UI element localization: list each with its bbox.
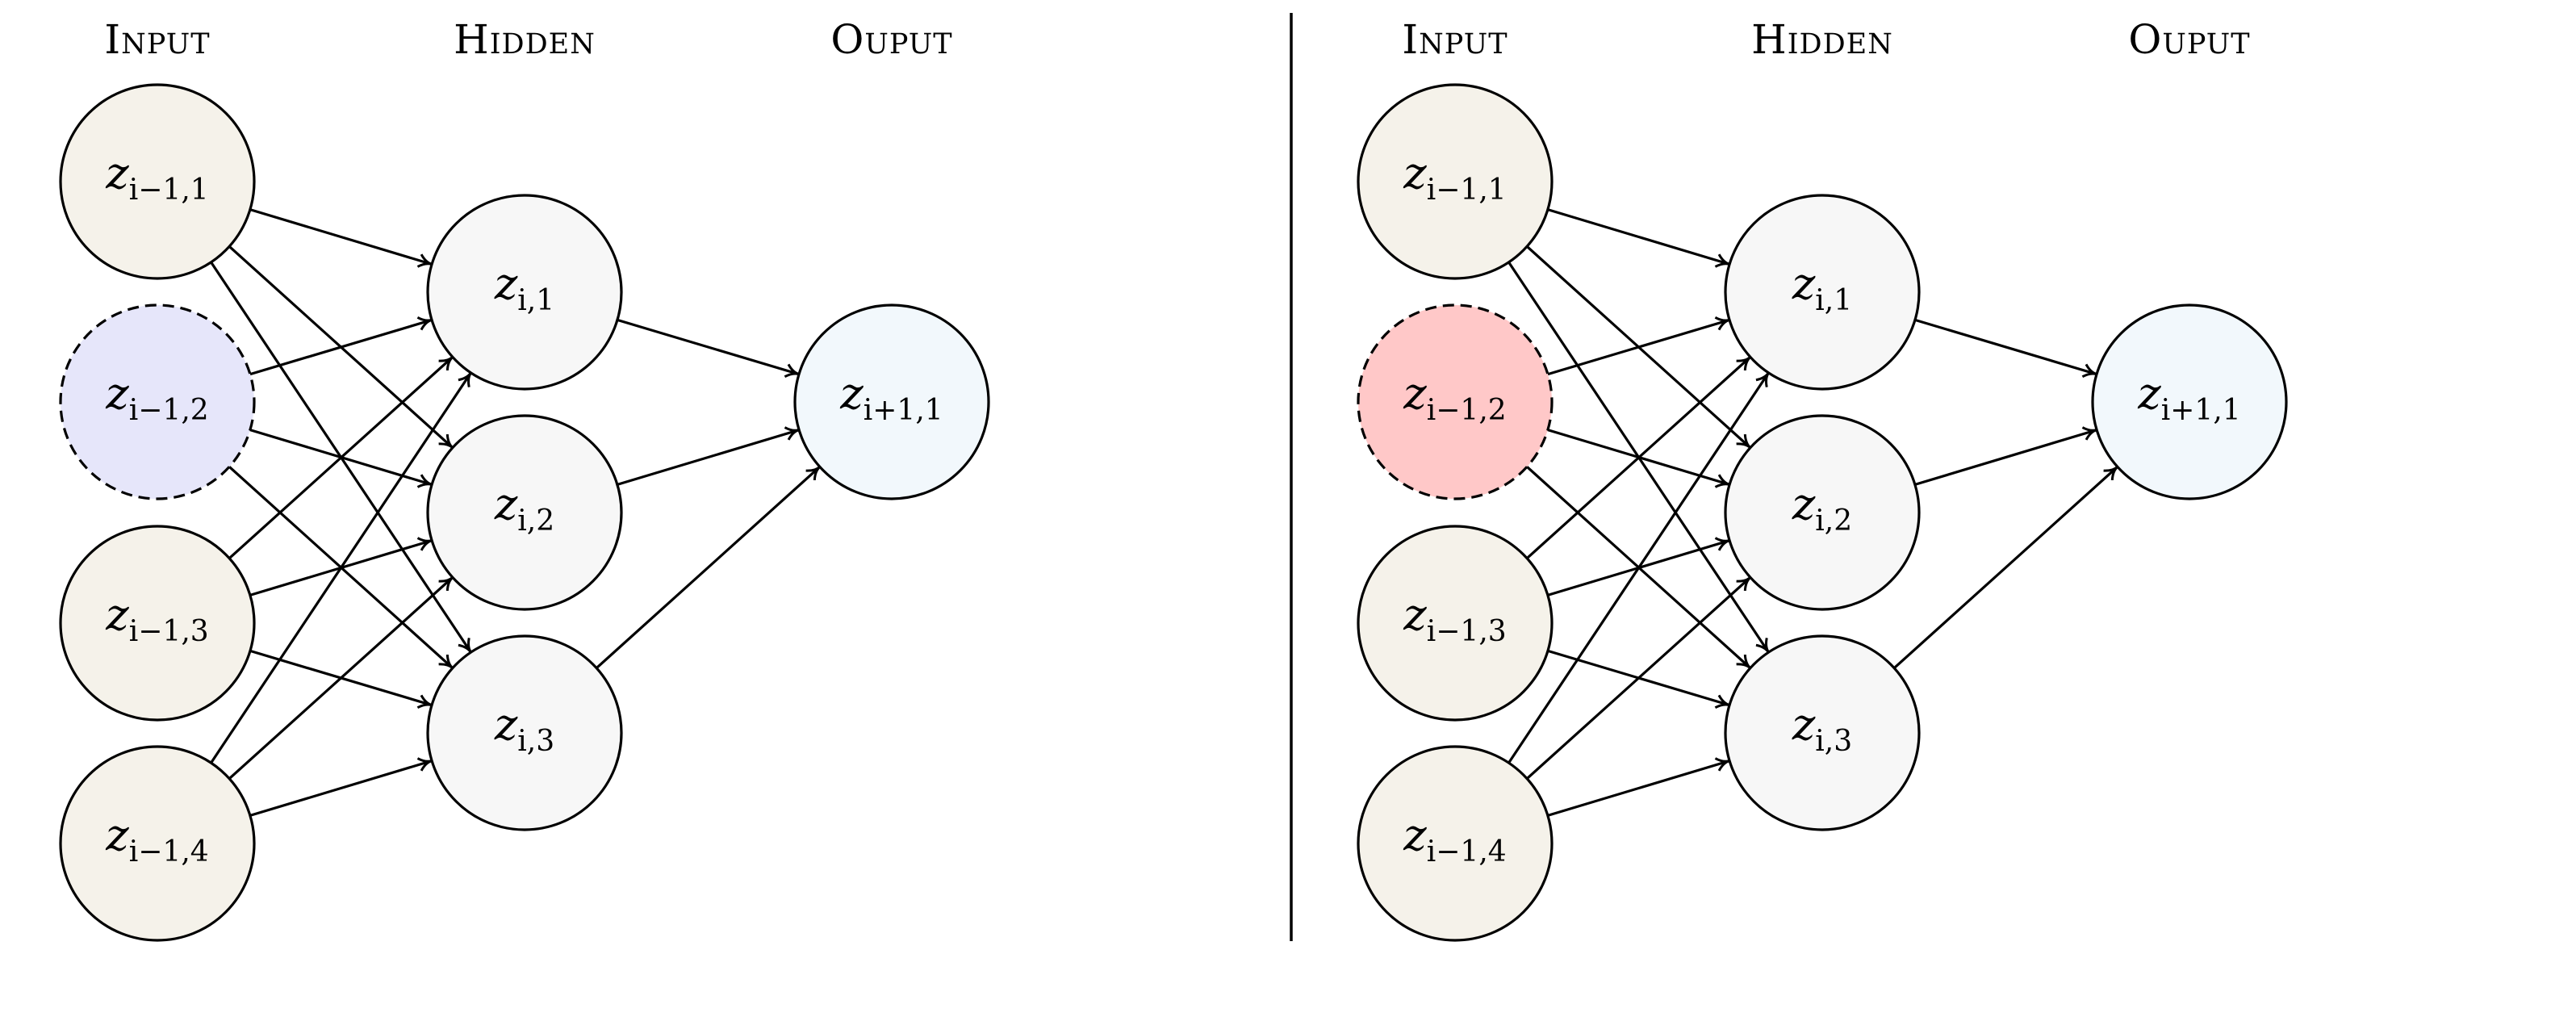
input-node-2: zi−1,2 [59, 303, 256, 500]
node-circle [1357, 303, 1554, 500]
hidden-node-1: zi,1 [1724, 194, 1921, 391]
node-circle [426, 194, 623, 391]
edge-input4-to-hidden2 [228, 576, 454, 780]
output-header: Ouput [2128, 16, 2250, 63]
connections [210, 208, 821, 817]
nodes: zi−1,1 zi−1,2 zi−1,3 zi−1,4 zi,1 zi,2 zi,3 zi+1… [59, 83, 990, 942]
node-label: zi,3 [494, 699, 554, 758]
output-node-1: zi+1,1 [793, 303, 990, 500]
node-circle [59, 83, 256, 280]
node-label: zi−1,2 [1403, 368, 1506, 427]
hidden-node-1: zi,1 [426, 194, 623, 391]
node-label: zi−1,4 [1403, 810, 1506, 868]
input-node-2: zi−1,2 [1357, 303, 1554, 500]
node-label: zi−1,4 [105, 810, 208, 868]
node-circle [426, 414, 623, 611]
edge-input4-to-hidden3 [249, 757, 433, 817]
node-label: zi,1 [1792, 258, 1852, 317]
output-header: Ouput [830, 16, 952, 63]
node-circle [1724, 634, 1921, 831]
edge-hidden3-to-output1 [596, 466, 821, 669]
edge-hidden2-to-output1 [617, 426, 800, 486]
node-label: zi,3 [1792, 699, 1852, 758]
edge-input4-to-hidden1 [210, 371, 472, 764]
edge-input1-to-hidden1 [249, 208, 433, 268]
input-node-4: zi−1,4 [1357, 745, 1554, 942]
node-label: zi,1 [494, 258, 554, 317]
node-circle [59, 303, 256, 500]
node-label: zi,2 [1792, 479, 1852, 538]
node-label: zi−1,3 [1403, 589, 1506, 648]
hidden-node-2: zi,2 [1724, 414, 1921, 611]
input-node-3: zi−1,3 [59, 525, 256, 722]
node-circle [59, 745, 256, 942]
node-circle [793, 303, 990, 500]
node-circle [1357, 745, 1554, 942]
node-label: zi−1,1 [1403, 148, 1506, 207]
hidden-header: Hidden [1751, 16, 1893, 63]
input-node-1: zi−1,1 [59, 83, 256, 280]
input-node-4: zi−1,4 [59, 745, 256, 942]
node-circle [1724, 194, 1921, 391]
input-node-1: zi−1,1 [1357, 83, 1554, 280]
output-node-1: zi+1,1 [2091, 303, 2288, 500]
input-header: Input [104, 16, 210, 63]
edge-input1-to-hidden1 [1547, 208, 1730, 268]
node-label: zi−1,2 [105, 368, 208, 427]
node-circle [2091, 303, 2288, 500]
hidden-node-3: zi,3 [426, 634, 623, 831]
node-circle [1357, 83, 1554, 280]
nodes: zi−1,1 zi−1,2 zi−1,3 zi−1,4 zi,1 zi,2 zi,3 zi+1… [1357, 83, 2288, 942]
node-label: zi−1,1 [105, 148, 208, 207]
edge-input2-to-hidden1 [249, 316, 433, 376]
edge-hidden1-to-output1 [617, 318, 800, 379]
connections [1508, 208, 2118, 817]
input-node-3: zi−1,3 [1357, 525, 1554, 722]
hidden-node-2: zi,2 [426, 414, 623, 611]
edge-input4-to-hidden2 [1526, 576, 1751, 780]
node-label: zi+1,1 [839, 368, 943, 427]
hidden-node-3: zi,3 [1724, 634, 1921, 831]
left-network-panel: Input Hidden Ouput zi−1,1zi−1,2zi−1,3zi−… [59, 16, 990, 942]
hidden-header: Hidden [454, 16, 596, 63]
node-label: zi+1,1 [2137, 368, 2240, 427]
node-circle [1357, 525, 1554, 722]
edge-input4-to-hidden1 [1508, 371, 1770, 764]
edge-input3-to-hidden1 [228, 356, 454, 559]
edge-input3-to-hidden1 [1526, 356, 1751, 559]
node-circle [59, 525, 256, 722]
edge-input2-to-hidden1 [1547, 316, 1730, 376]
input-header: Input [1402, 16, 1508, 63]
right-network-panel: Input Hidden Ouput zi−1,1zi−1,2zi−1,3zi−… [1357, 16, 2288, 942]
node-label: zi,2 [494, 479, 554, 538]
edge-hidden3-to-output1 [1893, 466, 2118, 669]
edge-hidden1-to-output1 [1914, 318, 2097, 379]
node-label: zi−1,3 [105, 589, 208, 648]
edge-hidden2-to-output1 [1914, 426, 2097, 486]
node-circle [426, 634, 623, 831]
edge-input4-to-hidden3 [1547, 757, 1730, 817]
node-circle [1724, 414, 1921, 611]
